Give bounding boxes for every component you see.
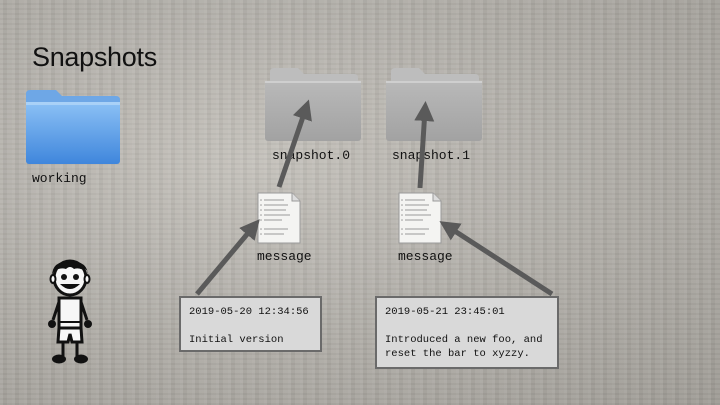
message-0-label: message	[257, 249, 312, 264]
stick-figure-person-icon	[44, 258, 98, 373]
message-1-document-icon[interactable]	[397, 191, 443, 250]
snapshot-0-folder-icon[interactable]	[264, 66, 362, 142]
working-label: working	[32, 171, 87, 186]
arrow-note0-to-message0	[195, 219, 260, 296]
working-folder-icon[interactable]	[24, 88, 122, 166]
note-0-timestamp: 2019-05-20 12:34:56	[189, 306, 309, 318]
note-1-timestamp: 2019-05-21 23:45:01	[385, 306, 505, 318]
note-snapshot-1: 2019-05-21 23:45:01 Introduced a new foo…	[375, 296, 559, 369]
arrow-message1-to-snapshot1	[414, 101, 435, 189]
note-snapshot-0: 2019-05-20 12:34:56 Initial version	[179, 296, 322, 352]
arrow-note1-to-message1	[439, 221, 554, 297]
note-0-text: Initial version	[189, 334, 284, 346]
snapshot-1-label: snapshot.1	[392, 148, 471, 163]
message-0-document-icon[interactable]	[256, 191, 302, 250]
message-1-label: message	[398, 249, 453, 264]
note-1-text: Introduced a new foo, and reset the bar …	[385, 334, 543, 360]
arrow-message0-to-snapshot0	[276, 99, 312, 188]
slide-title: Snapshots	[32, 42, 157, 72]
